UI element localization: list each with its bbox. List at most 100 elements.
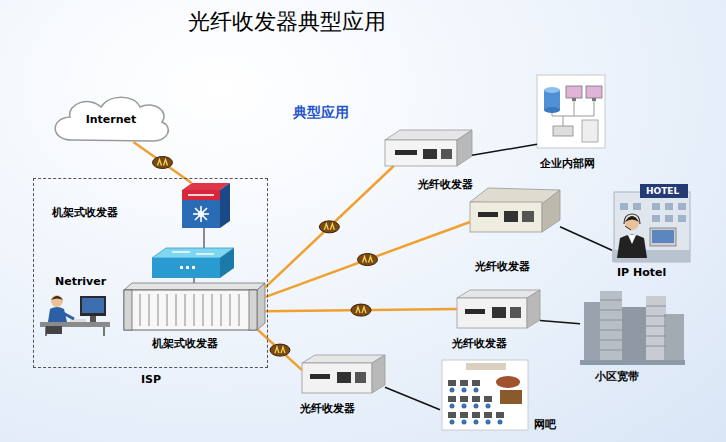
- buildings-illustration: [600, 340, 622, 341]
- cafe-illustration: [462, 404, 467, 409]
- cafe-illustration: [460, 412, 468, 418]
- rack-chassis: [140, 294, 239, 326]
- operator-illustration: [80, 296, 106, 316]
- connector: [560, 227, 612, 251]
- buildings-illustration: [580, 360, 685, 365]
- buildings-illustration: [584, 302, 602, 362]
- lan-illustration: [544, 107, 560, 113]
- rack-chassis: [249, 290, 257, 330]
- hotel-illustration: [665, 203, 673, 210]
- fiber-symbol: [270, 344, 290, 356]
- router-device: [188, 195, 214, 222]
- router-device: [220, 183, 230, 228]
- hotel-illustration: [665, 215, 673, 222]
- switch-device: [172, 252, 214, 254]
- connector: [540, 320, 580, 323]
- enterprise-lan: 企业内部网: [537, 75, 605, 148]
- cafe-illustration: [448, 412, 456, 418]
- transceiver-device: [372, 355, 385, 393]
- connector: [258, 330, 302, 370]
- rack-transceiver: 机架式收发器: [124, 283, 265, 330]
- cafe-illustration: [484, 412, 492, 418]
- connector: [385, 387, 440, 410]
- hotel-illustration: [617, 235, 647, 259]
- switch-device: [152, 248, 234, 258]
- cafe-illustration: [448, 380, 456, 386]
- rack-transceiver: 机架式收发器: [182, 183, 230, 228]
- transceiver-device: [542, 190, 560, 232]
- transceiver-device: [457, 130, 472, 166]
- switch-device: [152, 248, 234, 278]
- fiber-transceiver: 光纤收发器: [457, 290, 540, 328]
- residential-broadband: 小区宽带: [580, 290, 685, 365]
- router-device: [182, 183, 230, 228]
- cafe-illustration: [496, 376, 520, 388]
- node-label: 企业内部网: [540, 157, 595, 171]
- fiber-symbol: [281, 347, 285, 353]
- hotel-illustration: [652, 215, 660, 222]
- cloud-shape: [55, 97, 168, 141]
- internet-cloud: Internet: [55, 98, 167, 142]
- node-label: 小区宽带: [595, 370, 639, 384]
- rack-chassis: [176, 294, 177, 326]
- rack-chassis: [203, 294, 204, 326]
- buildings-illustration: [600, 300, 622, 301]
- router-device: [188, 194, 214, 196]
- transceiver-device: [302, 355, 385, 363]
- rack-chassis: [221, 294, 222, 326]
- cafe-illustration: [462, 420, 467, 425]
- buildings-illustration: [664, 314, 684, 363]
- transceiver-device: [385, 140, 457, 166]
- connector-line: [265, 222, 470, 297]
- hotel-illustration: [633, 203, 641, 210]
- cafe-illustration: [474, 404, 479, 409]
- cafe-illustration: [472, 396, 480, 402]
- router-device: [182, 190, 220, 200]
- connector: [133, 142, 191, 183]
- cafe-illustration: [500, 390, 522, 404]
- connector: [265, 222, 470, 297]
- transceiver-device: [441, 149, 452, 159]
- sign-text: HOTEL: [646, 185, 679, 197]
- cafe-illustration: [450, 388, 455, 393]
- buildings-illustration: [600, 320, 622, 321]
- section-label: 典型应用: [293, 103, 349, 121]
- hotel-illustration: [652, 203, 660, 210]
- operator-illustration: [90, 316, 96, 322]
- connector-line: [133, 142, 191, 183]
- rack-chassis: [257, 283, 265, 330]
- cafe-illustration: [484, 396, 492, 402]
- cafe-illustration: [450, 388, 503, 425]
- rack-chassis: [185, 294, 186, 326]
- buildings-illustration: [600, 291, 622, 363]
- node-label: 机架式收发器: [52, 206, 118, 220]
- router-device: [198, 211, 204, 217]
- lan-illustration: [553, 126, 573, 136]
- connector-line: [265, 166, 394, 288]
- fiber-symbol: [158, 160, 162, 166]
- rack-chassis: [124, 290, 257, 330]
- cafe-illustration: [460, 380, 468, 386]
- hotel-illustration: [652, 230, 674, 243]
- operator-illustration: [82, 298, 104, 313]
- buildings-illustration: [580, 291, 685, 365]
- rack-chassis: [124, 290, 132, 330]
- transceiver-device: [470, 188, 560, 232]
- operator-illustration: [51, 296, 63, 300]
- cafe-illustration: [496, 412, 504, 418]
- switch-device: [180, 266, 183, 269]
- router-device: [182, 190, 220, 228]
- node-label: 网吧: [534, 418, 556, 432]
- lan-illustration: [592, 98, 596, 101]
- transceiver-device: [302, 355, 385, 393]
- buildings-illustration: [646, 336, 666, 337]
- rack-chassis: [239, 294, 240, 326]
- fiber-symbol: [330, 224, 334, 230]
- transceiver-device: [457, 298, 527, 328]
- node-label: Internet: [86, 113, 137, 127]
- node-label: 光纤收发器: [475, 260, 530, 274]
- cafe-illustration: [486, 420, 491, 425]
- fiber-transceiver: 光纤收发器: [302, 355, 385, 393]
- isp-region: ISP机架式收发器Netriver机架式收发器: [33, 178, 268, 368]
- connector: [265, 304, 457, 316]
